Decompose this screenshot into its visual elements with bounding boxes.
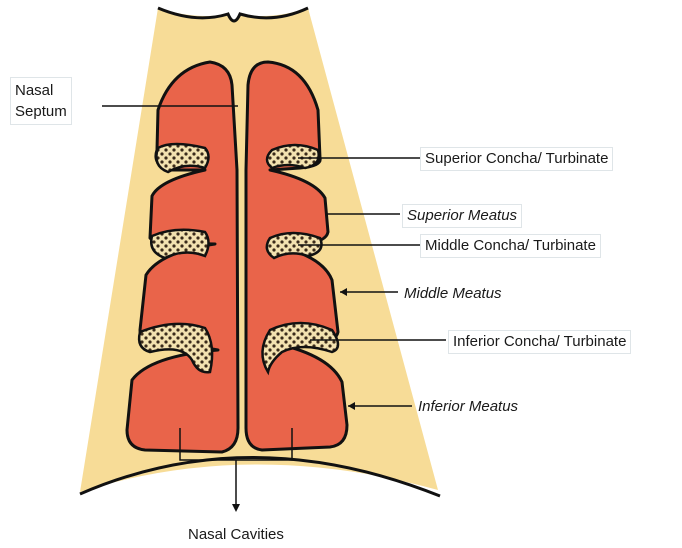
inferior-meatus-label: Inferior Meatus bbox=[414, 396, 522, 418]
nasal-cavities-label: Nasal Cavities bbox=[184, 524, 288, 546]
middle-meatus-label: Middle Meatus bbox=[400, 283, 506, 305]
nasal-septum-label-line2: Septum bbox=[15, 103, 67, 120]
middle-concha-label: Middle Concha/ Turbinate bbox=[420, 234, 601, 258]
left-middle-concha bbox=[151, 230, 208, 258]
superior-concha-label: Superior Concha/ Turbinate bbox=[420, 147, 613, 171]
superior-meatus-label: Superior Meatus bbox=[402, 204, 522, 228]
right-superior-concha bbox=[267, 145, 319, 168]
nasal-septum-label: Nasal Septum bbox=[10, 77, 72, 125]
nasal-septum-label-line1: Nasal bbox=[15, 82, 53, 99]
inferior-concha-label: Inferior Concha/ Turbinate bbox=[448, 330, 631, 354]
nasal-cavities-arrowhead bbox=[232, 504, 240, 512]
